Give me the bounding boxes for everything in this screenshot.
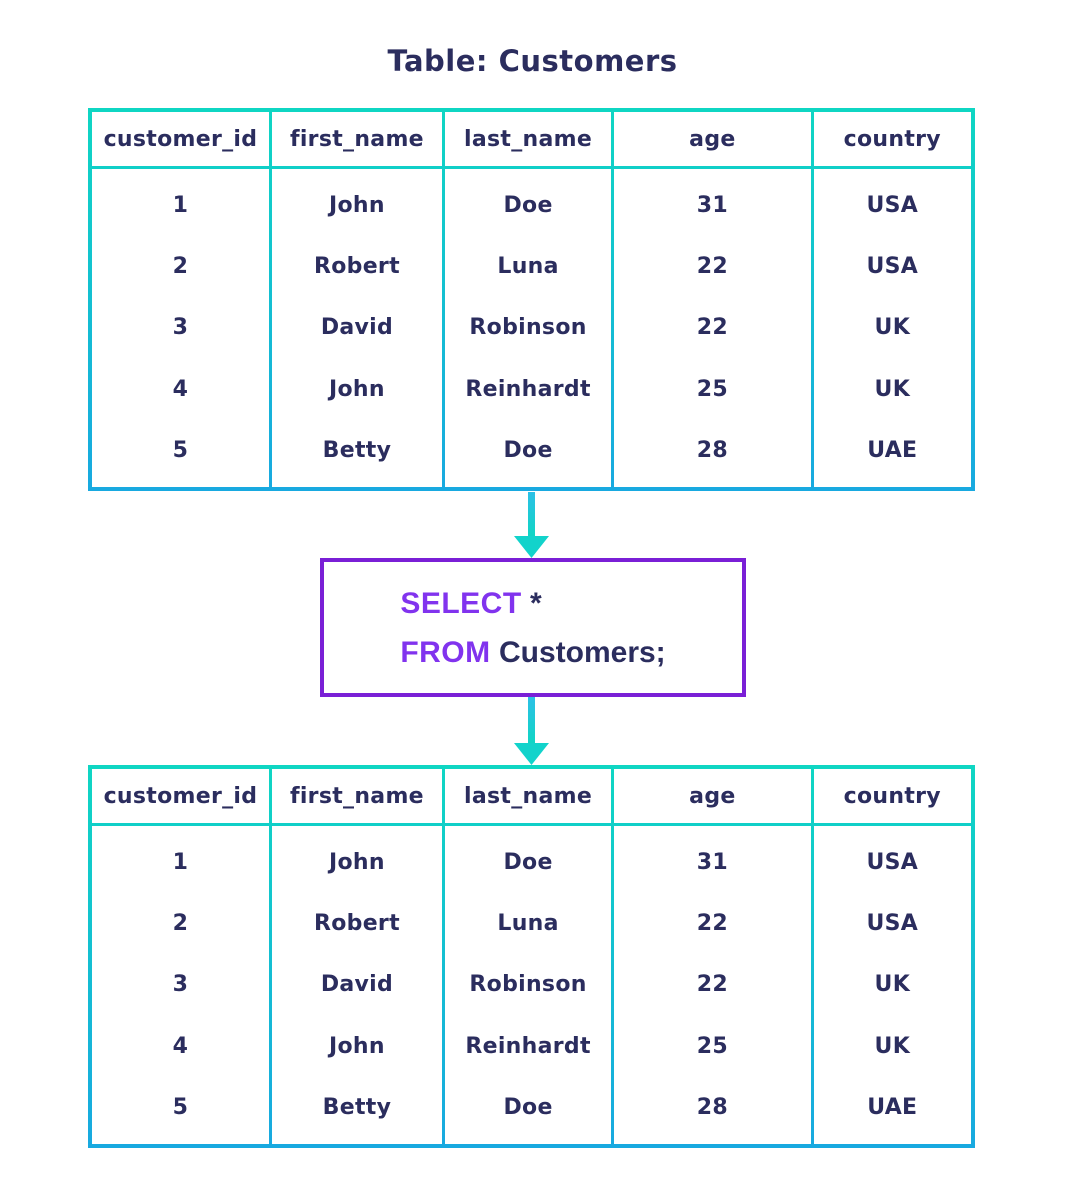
diagram-title: Table: Customers (387, 44, 678, 78)
column-header-first-name: first_name (271, 769, 442, 823)
column-header-age: age (614, 112, 811, 166)
sql-from-rest: Customers; (490, 635, 666, 669)
sql-from-line: FROM Customers; (400, 628, 665, 677)
table-cell: David (320, 315, 394, 341)
table-cell: Luna (497, 911, 559, 937)
table-column-first-name: John Robert David John Betty (271, 826, 442, 1144)
down-arrow-icon (513, 697, 550, 765)
table-cell: 5 (172, 437, 189, 463)
table-cell: UK (874, 972, 911, 998)
table-column-last-name: Doe Luna Robinson Reinhardt Doe (444, 169, 612, 487)
table-cell: 2 (172, 911, 189, 937)
column-header-age: age (614, 769, 811, 823)
table-cell: UK (874, 315, 911, 341)
table-cell: 1 (172, 850, 189, 876)
down-arrow-icon (513, 492, 550, 558)
table-cell: Doe (503, 437, 553, 463)
table-column-country: USA USA UK UK UAE (813, 169, 971, 487)
table-cell: Robinson (469, 972, 587, 998)
table-cell: John (329, 850, 385, 876)
table-cell: Reinhardt (465, 376, 591, 402)
column-header-customer-id: customer_id (92, 112, 269, 166)
table-cell: Doe (503, 850, 553, 876)
table-cell: 4 (172, 1033, 189, 1059)
table-cell: Betty (322, 437, 392, 463)
table-cell: John (329, 193, 385, 219)
sql-keyword-from: FROM (400, 635, 491, 669)
table-cell: USA (866, 850, 919, 876)
table-cell: 31 (696, 850, 728, 876)
table-column-customer-id: 1 2 3 4 5 (92, 169, 269, 487)
sql-query-text: SELECT * FROM Customers; (400, 579, 665, 677)
sql-select-rest: * (521, 586, 542, 620)
table-cell: 5 (172, 1094, 189, 1120)
table-cell: 25 (696, 376, 728, 402)
table-cell: 25 (696, 1033, 728, 1059)
table-cell: Reinhardt (465, 1033, 591, 1059)
column-header-country: country (813, 112, 971, 166)
table-cell: 2 (172, 254, 189, 280)
table-cell: USA (866, 911, 919, 937)
table-column-country: USA USA UK UK UAE (813, 826, 971, 1144)
table-column-last-name: Doe Luna Robinson Reinhardt Doe (444, 826, 612, 1144)
source-customers-table: customer_id 1 2 3 4 5 first_name John Ro… (88, 108, 975, 491)
table-column-age: 31 22 22 25 28 (614, 826, 811, 1144)
table-cell: Robinson (469, 315, 587, 341)
result-customers-table: customer_id 1 2 3 4 5 first_name John Ro… (88, 765, 975, 1148)
table-cell: John (329, 376, 385, 402)
table-cell: USA (866, 254, 919, 280)
table-cell: UAE (867, 437, 918, 463)
table-cell: John (329, 1033, 385, 1059)
table-cell: 22 (696, 315, 728, 341)
table-cell: Doe (503, 193, 553, 219)
table-cell: 3 (172, 972, 189, 998)
table-cell: UK (874, 376, 911, 402)
table-cell: 22 (696, 911, 728, 937)
table-cell: 1 (172, 193, 189, 219)
table-cell: 28 (696, 1094, 728, 1120)
column-header-last-name: last_name (444, 769, 612, 823)
table-cell: Robert (314, 911, 400, 937)
table-cell: 31 (696, 193, 728, 219)
table-cell: USA (866, 193, 919, 219)
table-cell: 4 (172, 376, 189, 402)
table-cell: 28 (696, 437, 728, 463)
table-cell: Doe (503, 1094, 553, 1120)
table-column-customer-id: 1 2 3 4 5 (92, 826, 269, 1144)
table-cell: Betty (322, 1094, 392, 1120)
table-cell: 3 (172, 315, 189, 341)
sql-keyword-select: SELECT (400, 586, 522, 620)
table-cell: 22 (696, 972, 728, 998)
table-cell: Robert (314, 254, 400, 280)
column-header-first-name: first_name (271, 112, 442, 166)
table-cell: UK (874, 1033, 911, 1059)
table-cell: UAE (867, 1094, 918, 1120)
column-header-customer-id: customer_id (92, 769, 269, 823)
table-column-first-name: John Robert David John Betty (271, 169, 442, 487)
sql-query-box: SELECT * FROM Customers; (320, 558, 746, 697)
sql-select-line: SELECT * (400, 579, 665, 628)
column-header-last-name: last_name (444, 112, 612, 166)
table-column-age: 31 22 22 25 28 (614, 169, 811, 487)
table-cell: David (320, 972, 394, 998)
table-cell: Luna (497, 254, 559, 280)
table-cell: 22 (696, 254, 728, 280)
column-header-country: country (813, 769, 971, 823)
